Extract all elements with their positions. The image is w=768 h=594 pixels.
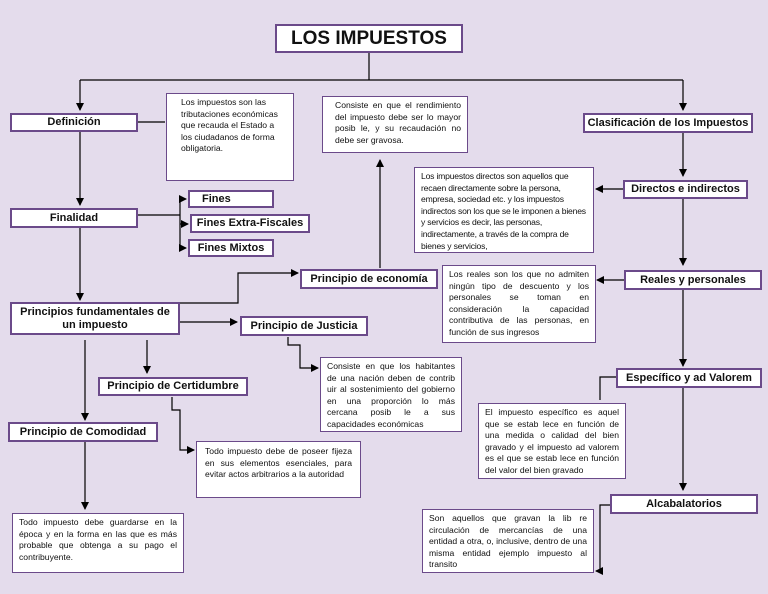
note-definicion: Los impuestos son las tributaciones econ… [166,93,294,181]
node-especifico-ad-valorem: Específico y ad Valorem [616,368,762,388]
node-principio-economia: Principio de economía [300,269,438,289]
page-title: LOS IMPUESTOS [275,24,463,53]
node-definicion: Definición [10,113,138,132]
node-principios-fundamentales: Principios fundamentales de un impuesto [10,302,180,335]
note-alcabalatorios: Son aquellos que gravan la lib re circul… [422,509,594,573]
note-certidumbre: Todo impuesto debe de poseer fijeza en s… [196,441,361,498]
node-directos-indirectos: Directos e indirectos [623,180,748,199]
note-reales: Los reales son los que no admiten ningún… [442,265,596,343]
node-finalidad: Finalidad [10,208,138,228]
note-comodidad: Todo impuesto debe guardarse en la época… [12,513,184,573]
node-reales-personales: Reales y personales [624,270,762,290]
note-especifico: El impuesto específico es aquel que se e… [478,403,626,479]
note-justicia: Consiste en que los habitantes de una na… [320,357,462,432]
node-principio-justicia: Principio de Justicia [240,316,368,336]
node-alcabalatorios: Alcabalatorios [610,494,758,514]
node-fines-extra-fiscales: Fines Extra-Fiscales [190,214,310,233]
node-fines: Fines [188,190,274,208]
node-principio-certidumbre: Principio de Certidumbre [98,377,248,396]
note-directos: Los impuestos directos son aquellos que … [414,167,594,253]
node-fines-mixtos: Fines Mixtos [188,239,274,257]
node-principio-comodidad: Principio de Comodidad [8,422,158,442]
note-economia: Consiste en que el rendimiento del impue… [322,96,468,153]
node-clasificacion: Clasificación de los Impuestos [583,113,753,133]
